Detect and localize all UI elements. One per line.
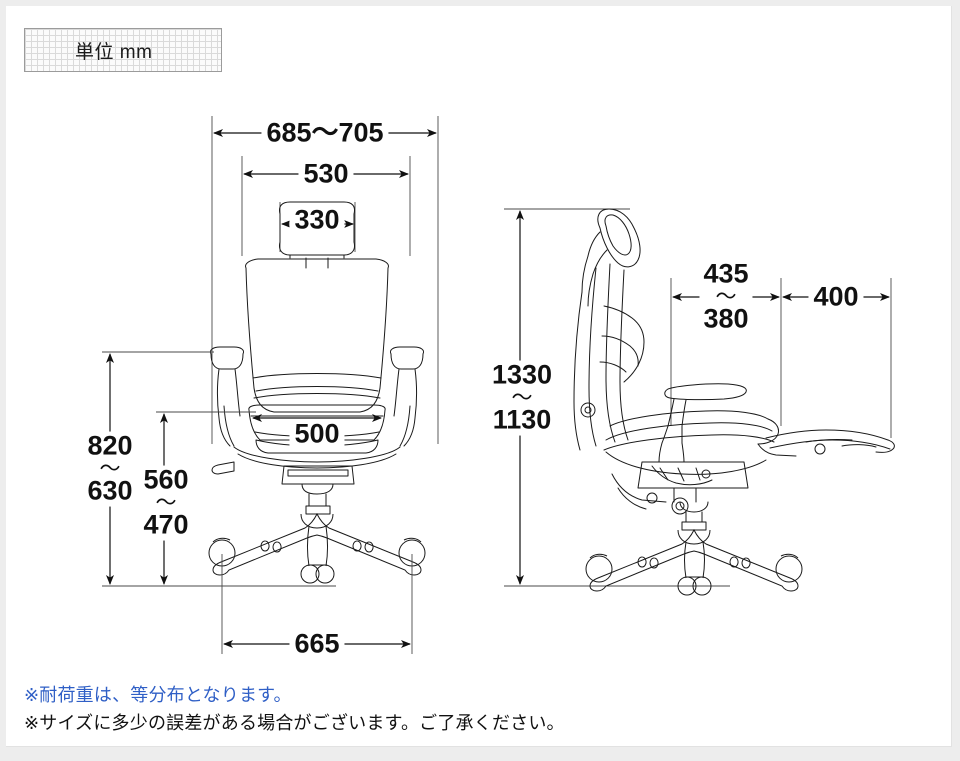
dim-seat-depth-min: 380 bbox=[703, 303, 749, 334]
note-load-capacity: ※耐荷重は、等分布となります。 bbox=[24, 685, 292, 705]
dim-seat-height-max: 560 bbox=[143, 464, 189, 495]
content-panel: 単位 mm bbox=[6, 6, 952, 747]
unit-mm-badge: 単位 mm bbox=[24, 28, 222, 72]
chair-dimension-drawing bbox=[102, 116, 895, 654]
footnotes: ※耐荷重は、等分布となります。 ※サイズに多少の誤差がある場合がございます。ご了… bbox=[24, 682, 924, 738]
dim-headrest-width: 330 bbox=[289, 206, 345, 234]
dim-backrest-width: 530 bbox=[298, 160, 354, 188]
dim-overall-width: 685〜705 bbox=[261, 119, 389, 147]
dim-overall-height-min: 1130 bbox=[492, 404, 552, 435]
dim-base-width: 665 bbox=[289, 630, 345, 658]
note-size-tolerance: ※サイズに多少の誤差がある場合がございます。ご了承ください。 bbox=[24, 712, 565, 733]
tilde-icon: 〜 bbox=[99, 457, 121, 481]
dim-seat-depth-max: 435 bbox=[703, 258, 749, 289]
dim-seat-height: 560 〜 470 bbox=[139, 464, 193, 541]
dim-footrest-extension: 400 bbox=[808, 283, 864, 311]
tilde-icon: 〜 bbox=[715, 285, 737, 309]
dim-overall-height-max: 1330 bbox=[491, 359, 553, 390]
dim-seat-height-min: 470 bbox=[143, 509, 189, 540]
unit-label: 単位 mm bbox=[75, 41, 153, 63]
tilde-icon: 〜 bbox=[155, 491, 177, 515]
dim-seat-width: 500 bbox=[289, 420, 345, 448]
dim-armrest-height: 820 〜 630 bbox=[83, 430, 137, 507]
dim-overall-height: 1330 〜 1130 bbox=[487, 359, 557, 436]
dim-armrest-height-max: 820 bbox=[87, 430, 133, 461]
tilde-icon: 〜 bbox=[511, 386, 533, 410]
dim-seat-depth: 435 〜 380 bbox=[699, 258, 753, 335]
dim-armrest-height-min: 630 bbox=[87, 475, 133, 506]
